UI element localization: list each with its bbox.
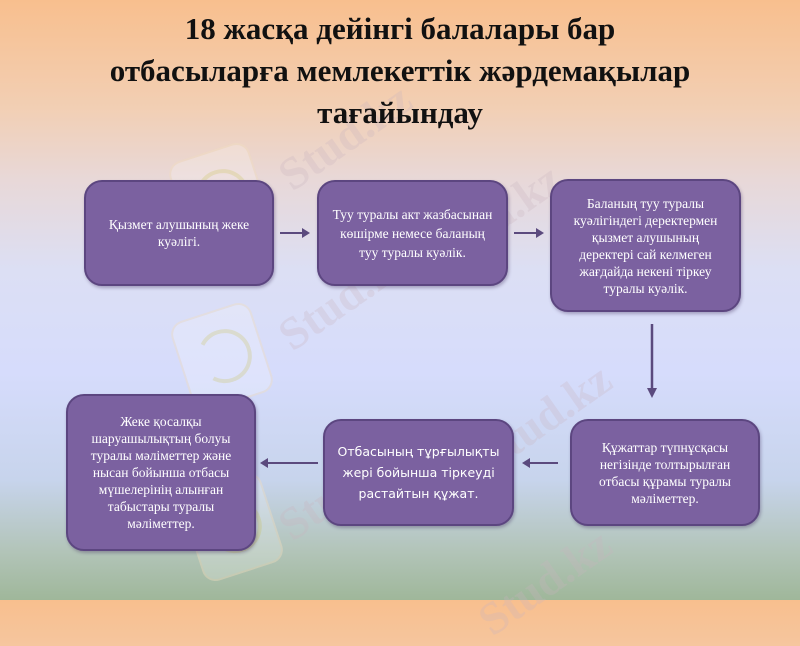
flow-step-5-text: Отбасының тұрғылықты жері бойынша тіркеу… [337, 444, 500, 501]
flow-step-4: Құжаттар түпнұсқасы негізінде толтырылға… [570, 419, 760, 526]
slide-title: 18 жасқа дейінгі балалары бар отбасыларғ… [0, 8, 800, 134]
flow-step-4-text: Құжаттар түпнұсқасы негізінде толтырылға… [599, 439, 731, 506]
arrow-left-icon [260, 458, 318, 468]
arrow-left-icon [522, 458, 558, 468]
watermark-text: Stud.kz [468, 517, 621, 646]
flow-step-2-text: Туу туралы акт жазбасынан көшірме немесе… [332, 206, 493, 260]
flow-step-1: Қызмет алушының жеке куәлігі. [84, 180, 274, 286]
arrow-right-icon [514, 228, 544, 238]
title-line-1: 18 жасқа дейінгі балалары бар [184, 11, 616, 46]
title-line-3: тағайындау [317, 95, 483, 130]
flow-step-2: Туу туралы акт жазбасынан көшірме немесе… [317, 180, 508, 286]
flow-step-6-text: Жеке қосалқы шаруашылықтың болуы туралы … [90, 414, 232, 531]
flow-step-3: Баланың туу туралы куәлігіндегі деректер… [550, 179, 741, 312]
arrow-down-icon [647, 324, 657, 398]
flow-step-3-text: Баланың туу туралы куәлігіндегі деректер… [573, 195, 718, 296]
arrow-right-icon [280, 228, 310, 238]
flow-step-1-text: Қызмет алушының жеке куәлігі. [108, 217, 250, 249]
flow-step-5: Отбасының тұрғылықты жері бойынша тіркеу… [323, 419, 514, 526]
title-line-2: отбасыларға мемлекеттік жәрдемақылар [109, 53, 691, 88]
flow-step-6: Жеке қосалқы шаруашылықтың болуы туралы … [66, 394, 256, 551]
